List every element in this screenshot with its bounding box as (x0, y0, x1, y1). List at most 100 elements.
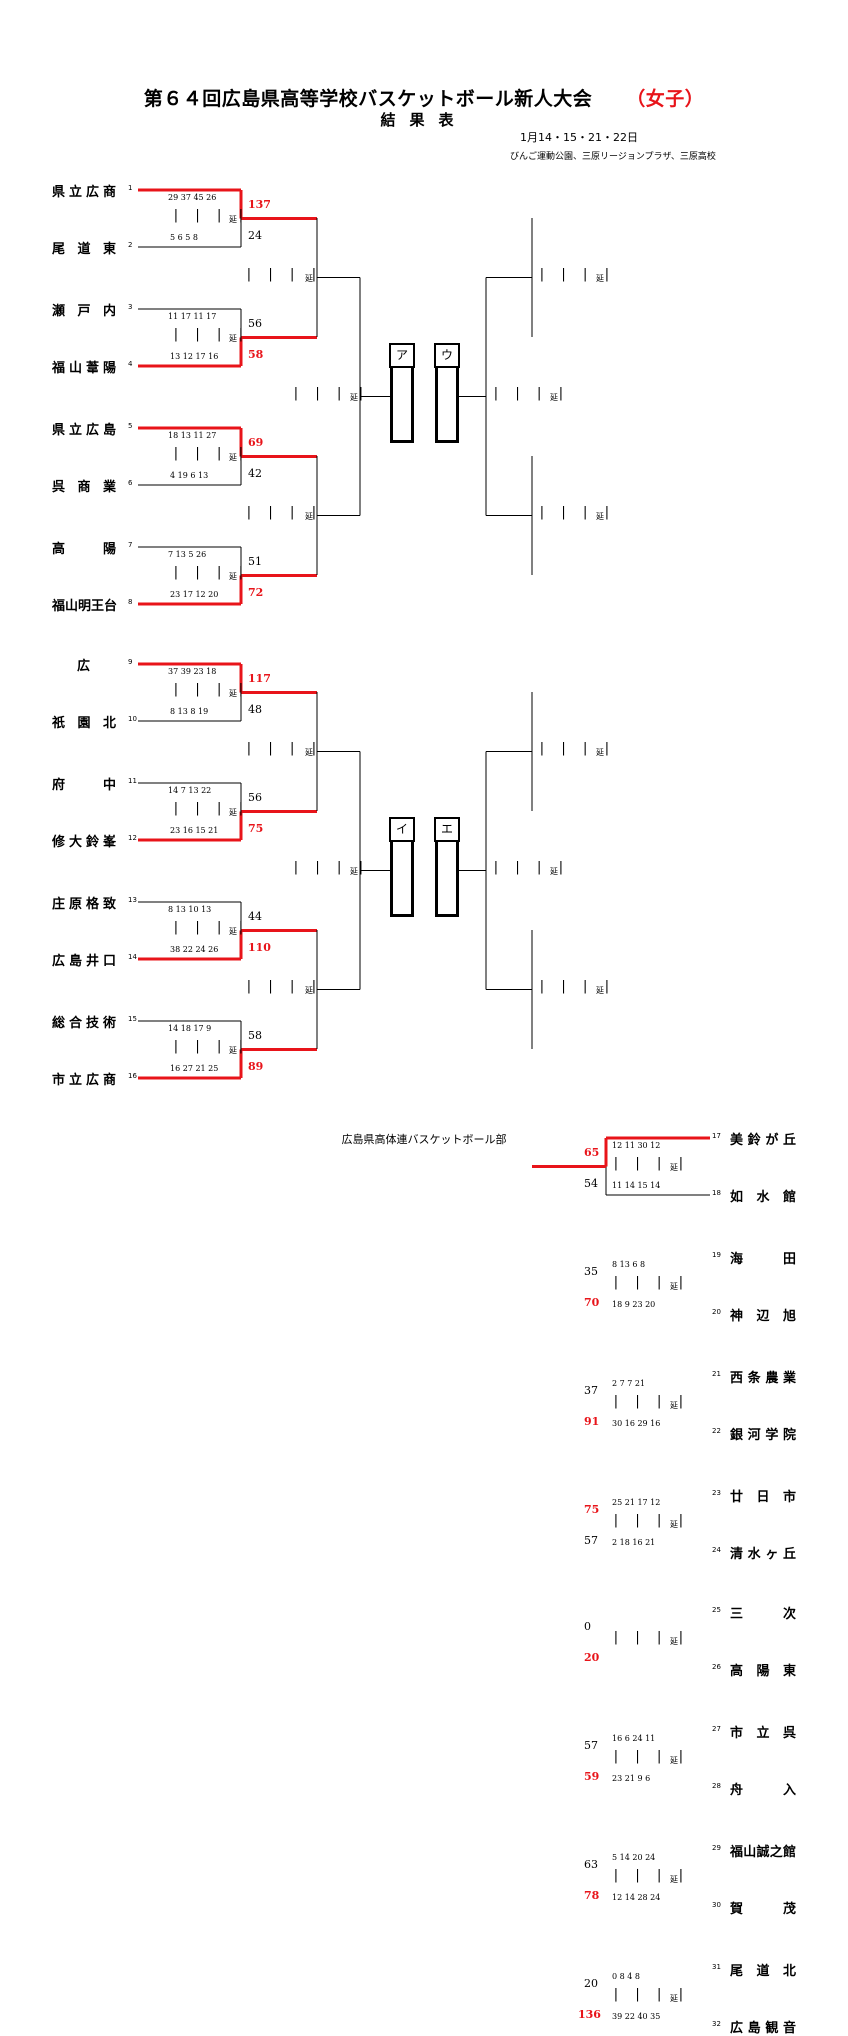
team-name: 海田 (730, 1252, 796, 1267)
quarter-scores: 8 13 6 8 (612, 1260, 646, 1269)
team-seed: 15 (128, 1015, 137, 1023)
quarter-separator: | | | | (245, 978, 321, 994)
team-name: 尾道東 (52, 242, 116, 257)
quarter-separator: | | | | (172, 919, 248, 935)
overtime-label: 延 (596, 273, 604, 283)
score-bottom: 20 (584, 1651, 600, 1664)
score-bottom: 136 (578, 2008, 601, 2021)
team-seed: 19 (712, 1251, 721, 1259)
quarter-scores: 14 7 13 22 (168, 786, 212, 795)
team-name: 県立広商 (52, 185, 116, 200)
quarter-scores: 11 17 11 17 (168, 312, 217, 321)
team-seed: 9 (128, 658, 133, 666)
block-label: イ (389, 816, 415, 842)
overtime-label: 延 (670, 1755, 678, 1765)
score-top: 137 (248, 198, 271, 211)
team-seed: 27 (712, 1725, 721, 1733)
quarter-separator: | | | | (172, 207, 248, 223)
team-name: 清水ヶ丘 (730, 1547, 796, 1562)
quarter-scores: 23 16 15 21 (170, 826, 219, 835)
team-name: 三次 (730, 1607, 796, 1622)
block-label: ア (389, 342, 415, 368)
team-seed: 22 (712, 1427, 721, 1435)
quarter-scores: 0 8 4 8 (612, 1972, 640, 1981)
team-name: 福山明王台 (52, 599, 118, 614)
team-seed: 23 (712, 1489, 721, 1497)
overtime-label: 延 (229, 571, 237, 581)
team-name: 尾道北 (730, 1964, 796, 1979)
quarter-separator: | | | | (292, 385, 368, 401)
block-final-box (390, 356, 414, 443)
overtime-label: 延 (670, 1281, 678, 1291)
team-seed: 20 (712, 1308, 721, 1316)
score-top: 51 (248, 555, 262, 568)
quarter-separator: | | | | (172, 445, 248, 461)
quarter-scores: 38 22 24 26 (170, 945, 219, 954)
score-bottom: 48 (248, 703, 262, 716)
score-bottom: 91 (584, 1415, 600, 1428)
team-seed: 16 (128, 1072, 137, 1080)
quarter-scores: 5 6 5 8 (170, 233, 198, 242)
team-name: 瀬戸内 (52, 304, 116, 319)
quarter-separator: | | | | (292, 859, 368, 875)
quarter-scores: 8 13 10 13 (168, 905, 212, 914)
quarter-separator: | | | | (612, 1155, 688, 1171)
title-text: 第６４回広島県高等学校バスケットボール新人大会 (143, 88, 593, 110)
quarter-separator: | | | | (245, 740, 321, 756)
team-seed: 21 (712, 1370, 721, 1378)
overtime-label: 延 (670, 1162, 678, 1172)
score-bottom: 24 (248, 229, 262, 242)
team-seed: 13 (128, 896, 137, 904)
score-top: 37 (584, 1384, 598, 1397)
score-bottom: 72 (248, 586, 264, 599)
overtime-label: 延 (670, 1874, 678, 1884)
team-seed: 8 (128, 598, 133, 606)
quarter-scores: 30 16 29 16 (612, 1419, 661, 1428)
quarter-scores: 37 39 23 18 (168, 667, 217, 676)
overtime-label: 延 (305, 985, 313, 995)
quarter-scores: 29 37 45 26 (168, 193, 217, 202)
quarter-scores: 25 21 17 12 (612, 1498, 661, 1507)
score-top: 58 (248, 1029, 262, 1042)
score-top: 20 (584, 1977, 598, 1990)
page-title: 第６４回広島県高等学校バスケットボール新人大会（女子） (0, 84, 848, 111)
team-name: 銀河学院 (730, 1428, 796, 1443)
quarter-separator: | | | | (245, 266, 321, 282)
quarter-separator: | | | | (245, 504, 321, 520)
quarter-separator: | | | | (538, 740, 614, 756)
team-seed: 29 (712, 1844, 721, 1852)
block-label: ウ (434, 342, 460, 368)
team-name: 神辺旭 (730, 1309, 796, 1324)
overtime-label: 延 (670, 1519, 678, 1529)
score-bottom: 70 (584, 1296, 600, 1309)
team-seed: 31 (712, 1963, 721, 1971)
quarter-scores: 8 13 8 19 (170, 707, 209, 716)
block-final-box (390, 830, 414, 917)
overtime-label: 延 (596, 747, 604, 757)
quarter-separator: | | | | (492, 859, 568, 875)
quarter-separator: | | | | (538, 504, 614, 520)
quarter-scores: 14 18 17 9 (168, 1024, 212, 1033)
quarter-scores: 5 14 20 24 (612, 1853, 656, 1862)
team-name: 西条農業 (730, 1371, 796, 1386)
team-name: 府中 (52, 778, 116, 793)
team-seed: 24 (712, 1546, 721, 1554)
quarter-separator: | | | | (172, 1038, 248, 1054)
team-name: 県立広島 (52, 423, 116, 438)
team-name: 広 (77, 659, 91, 674)
quarter-scores: 2 7 7 21 (612, 1379, 646, 1388)
team-name: 祇園北 (52, 716, 116, 731)
score-top: 56 (248, 317, 262, 330)
overtime-label: 延 (305, 511, 313, 521)
score-bottom: 57 (584, 1534, 598, 1547)
team-seed: 26 (712, 1663, 721, 1671)
team-seed: 28 (712, 1782, 721, 1790)
page-subtitle: 結果表 (380, 111, 468, 129)
team-seed: 1 (128, 184, 133, 192)
quarter-separator: | | | | (172, 564, 248, 580)
score-top: 57 (584, 1739, 598, 1752)
quarter-scores: 13 12 17 16 (170, 352, 219, 361)
score-top: 63 (584, 1858, 598, 1871)
team-name: 広島井口 (52, 954, 116, 969)
score-bottom: 59 (584, 1770, 600, 1783)
